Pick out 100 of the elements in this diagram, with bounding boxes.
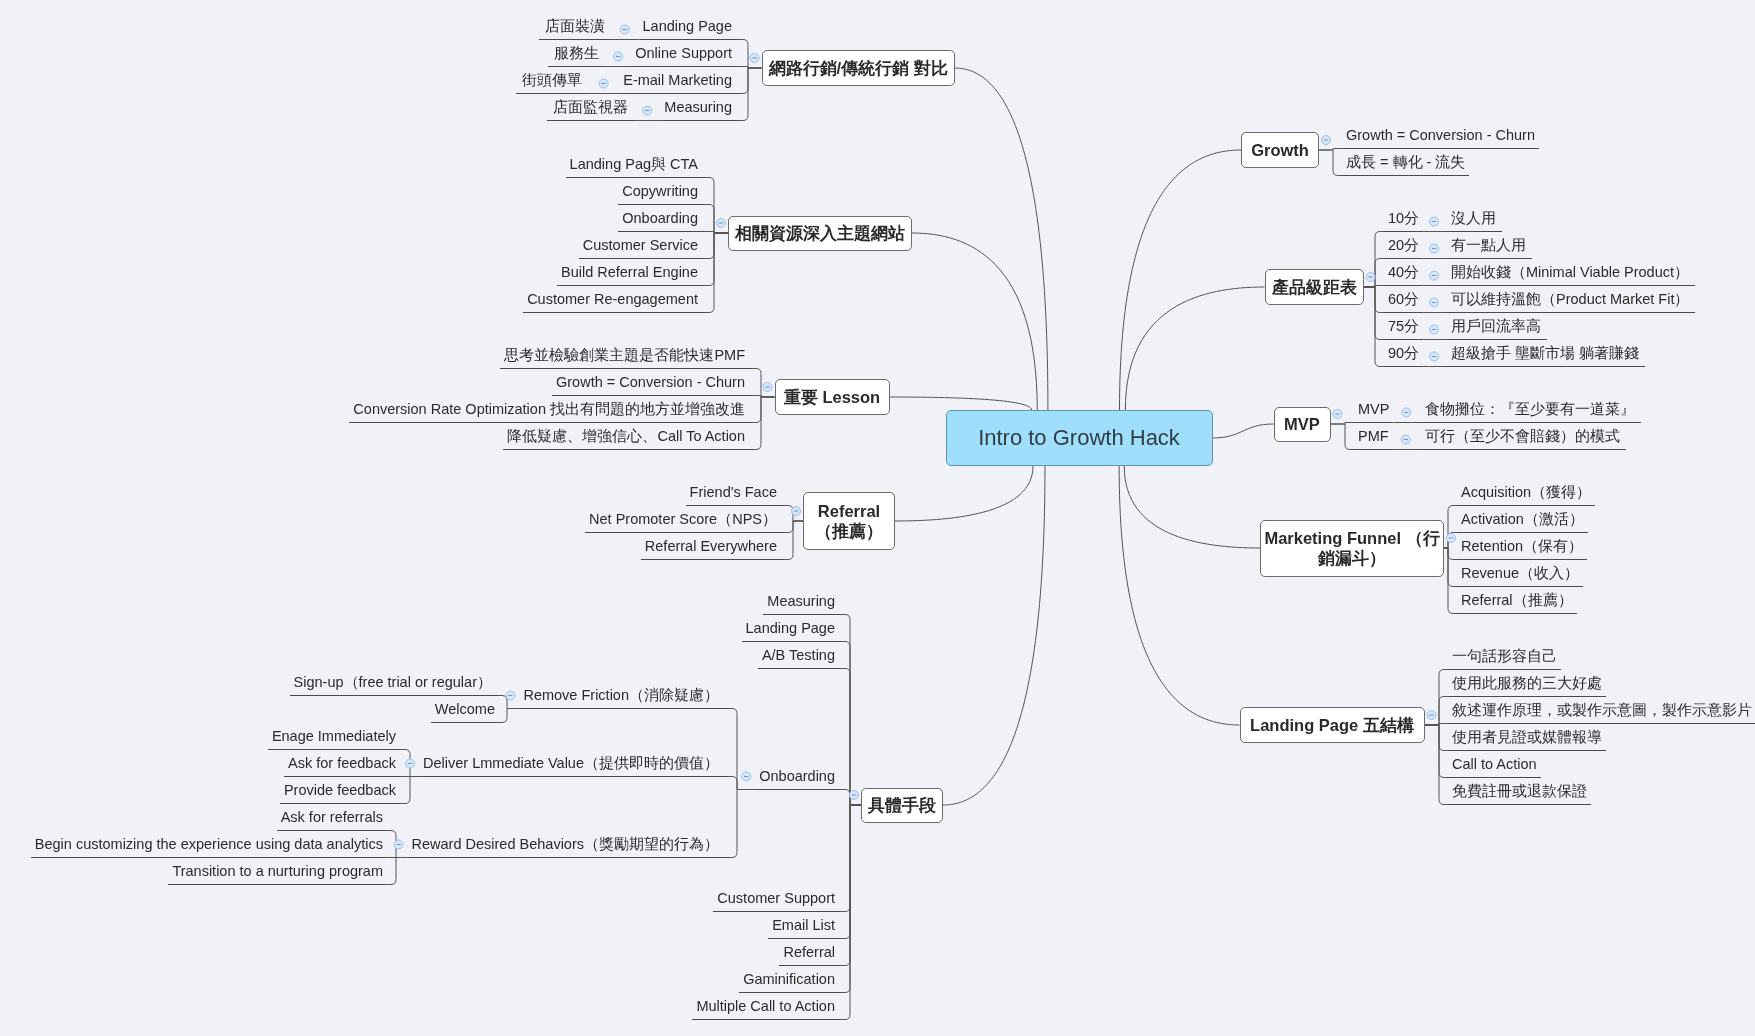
connector-line xyxy=(911,232,1038,411)
topic-box: 網路行銷/傳統行銷 對比 xyxy=(761,50,955,86)
topic-text: PMF xyxy=(1355,424,1393,450)
topic-box: 重要 Lesson xyxy=(774,379,890,415)
connector-line xyxy=(1123,465,1261,549)
connector-line xyxy=(496,708,520,723)
topic-text: 60分 xyxy=(1385,287,1424,313)
topic-text: Net Promoter Score（NPS） xyxy=(585,507,783,533)
topic-text: 食物攤位：『至少要有一道菜』 xyxy=(1419,397,1641,423)
topic-text: Customer Support xyxy=(713,886,840,912)
connector-line xyxy=(737,67,762,121)
connector-line xyxy=(385,857,409,885)
topic-text: Customer Re-engagement xyxy=(523,287,704,313)
topic-text: 75分 xyxy=(1385,314,1424,340)
topic-text: Referral Everywhere xyxy=(640,534,783,560)
topic-text: 有一點人用 xyxy=(1445,233,1532,259)
connector-line xyxy=(1119,149,1242,411)
connector-line xyxy=(1422,258,1446,259)
topic-text: 可行（至少不會賠錢）的模式 xyxy=(1419,424,1626,450)
topic-text: Retention（保有） xyxy=(1458,534,1588,560)
topic-text: 一句話形容自己 xyxy=(1449,644,1561,670)
connector-line xyxy=(1422,339,1446,340)
topic-text: 沒人用 xyxy=(1445,206,1502,232)
topic-text: 服務生 xyxy=(548,41,605,67)
topic-text: Ask for feedback xyxy=(284,751,400,777)
connector-line xyxy=(1318,149,1344,176)
connector-line xyxy=(703,232,729,313)
connector-line xyxy=(610,39,639,40)
topic-text: Measuring xyxy=(660,95,738,121)
topic-text: MVP xyxy=(1355,397,1394,423)
topic-text: Friend's Face xyxy=(685,480,783,506)
topic-text: 90分 xyxy=(1385,341,1424,367)
topic-text: Revenue（收入） xyxy=(1458,561,1584,587)
topic-text: Call to Action xyxy=(1449,752,1541,778)
connector-line xyxy=(1212,423,1274,439)
topic-text: Onboarding xyxy=(618,206,704,232)
topic-text: 可以維持溫飽（Product Market Fit） xyxy=(1445,287,1696,313)
topic-text: Measuring xyxy=(763,589,840,615)
connector-line xyxy=(1330,423,1356,450)
topic-text: Gaminification xyxy=(739,967,840,993)
connector-line xyxy=(1392,449,1420,450)
topic-text: 降低疑慮、增強信心、Call To Action xyxy=(503,424,751,450)
topic-box: Referral （推薦） xyxy=(803,492,895,550)
topic-text: Multiple Call to Action xyxy=(692,994,840,1020)
topic-text: Sign-up（free trial or regular） xyxy=(289,670,497,696)
connector-line xyxy=(1363,286,1386,367)
central-topic-box: Intro to Growth Hack xyxy=(945,410,1213,466)
topic-text: Ask for referrals xyxy=(276,805,386,831)
topic-text: Enage Immediately xyxy=(267,724,400,750)
connector-line xyxy=(587,93,620,94)
connector-line xyxy=(782,520,804,560)
connector-line xyxy=(1422,312,1446,313)
topic-text: Conversion Rate Optimization 找出有問題的地方並增強改進 xyxy=(349,397,751,423)
topic-text: Reward Desired Behaviors（獎勵期望的行為） xyxy=(407,832,727,858)
connector-line xyxy=(604,66,632,67)
connector-line xyxy=(750,396,775,450)
connector-line xyxy=(1422,366,1446,367)
topic-text: Acquisition（獲得） xyxy=(1458,480,1596,506)
topic-box: 相關資源深入主題網站 xyxy=(728,215,912,251)
topic-text: Transition to a nurturing program xyxy=(168,859,386,885)
topic-text: Provide feedback xyxy=(279,778,400,804)
topic-text: 店面監視器 xyxy=(547,95,634,121)
topic-box: 具體手段 xyxy=(861,787,943,823)
connector-line xyxy=(1422,285,1446,286)
topic-text: 開始收錢（Minimal Viable Product） xyxy=(1445,260,1696,286)
topic-text: A/B Testing xyxy=(757,643,840,669)
topic-box: 產品級距表 xyxy=(1264,269,1364,305)
connector-line xyxy=(1422,231,1446,232)
topic-text: Landing Page xyxy=(741,616,840,642)
topic-text: Begin customizing the experience using data analytics xyxy=(30,832,386,858)
topic-text: 成長 = 轉化 - 流失 xyxy=(1343,150,1470,176)
topic-text: 免費註冊或退款保證 xyxy=(1449,779,1591,805)
topic-text: Onboarding xyxy=(755,764,840,790)
connector-line xyxy=(633,120,661,121)
topic-text: Activation（激活） xyxy=(1458,507,1588,533)
topic-text: Landing Page xyxy=(638,14,738,40)
topic-text: Remove Friction（消除疑慮） xyxy=(519,683,727,709)
connector-line xyxy=(942,465,1046,806)
connector-line xyxy=(1118,465,1240,726)
topic-text: Welcome xyxy=(430,697,497,723)
topic-text: 超級搶手 壟斷市場 躺著賺錢 xyxy=(1445,341,1646,367)
topic-text: Growth = Conversion - Churn xyxy=(1343,123,1539,149)
topic-box: Landing Page 五結構 xyxy=(1239,707,1425,743)
connector-line xyxy=(1424,724,1450,805)
topic-text: 店面裝潢 xyxy=(539,14,611,40)
topic-text: Email List xyxy=(768,913,840,939)
topic-text: E-mail Marketing xyxy=(619,68,738,94)
topic-text: 10分 xyxy=(1385,206,1424,232)
connector-line xyxy=(894,465,1034,522)
topic-text: Online Support xyxy=(631,41,738,67)
topic-text: 20分 xyxy=(1385,233,1424,259)
topic-box: Growth xyxy=(1241,132,1319,168)
connector-line xyxy=(1124,286,1265,411)
topic-text: Referral xyxy=(779,940,840,966)
topic-text: Customer Service xyxy=(578,233,704,259)
topic-text: 40分 xyxy=(1385,260,1424,286)
connector-line xyxy=(954,67,1049,411)
topic-text: 街頭傳單 xyxy=(516,68,588,94)
connector-line xyxy=(1392,422,1420,423)
topic-text: Deliver Lmmediate Value（提供即時的價值） xyxy=(419,751,727,777)
